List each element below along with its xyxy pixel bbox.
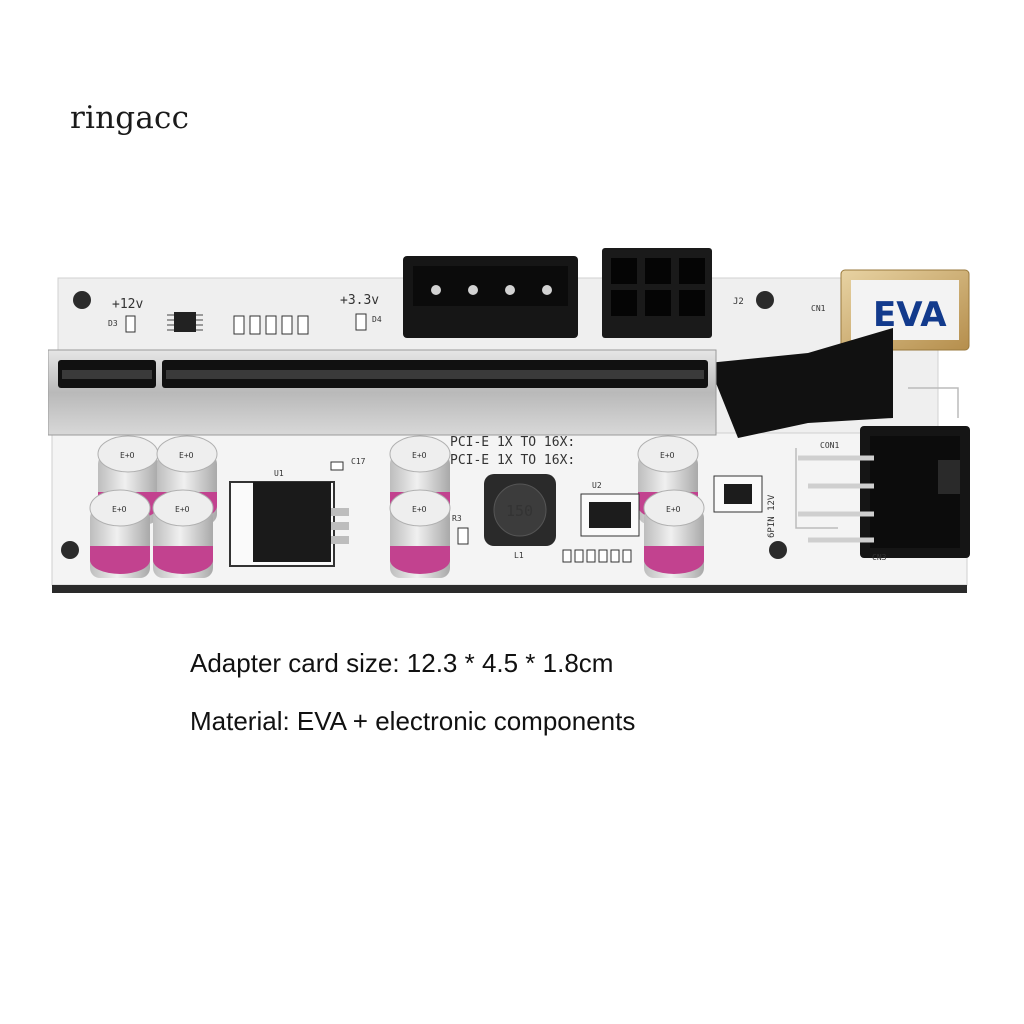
pcb-edge (52, 585, 967, 593)
connector-pins (798, 455, 874, 543)
mounting-hole (769, 541, 787, 559)
capacitor (643, 489, 705, 579)
label-cn1: CN1 (811, 304, 826, 313)
capacitor (389, 489, 451, 579)
label-j2: J2 (733, 297, 744, 307)
led-row (233, 315, 309, 335)
label-r3: R3 (452, 514, 462, 523)
voltage-regulator-u1 (253, 482, 331, 562)
label-u2: U2 (592, 481, 602, 490)
mounting-hole (73, 291, 91, 309)
capacitor (89, 489, 151, 579)
label-33v: +3.3v (340, 293, 379, 308)
spec-size: Adapter card size: 12.3 * 4.5 * 1.8cm (190, 648, 614, 678)
pcb-trace-lines (795, 387, 959, 529)
brand-watermark: ringacc (70, 100, 190, 136)
riser-card-illustration: E+O +12v D3 +3.3v D4 (48, 248, 970, 593)
label-c17: C17 (351, 457, 366, 466)
spec-material: Material: EVA + electronic components (190, 706, 636, 736)
mounting-hole (61, 541, 79, 559)
molex-pins (431, 285, 552, 295)
usb-cable (708, 328, 893, 438)
product-image-riser-card: E+O +12v D3 +3.3v D4 (48, 238, 978, 606)
inductor-value: 150 (506, 502, 533, 520)
slot-contacts (62, 370, 152, 379)
label-l1: L1 (514, 551, 524, 560)
label-u1: U1 (274, 469, 284, 478)
slot-legend: PCI-E 1X TO 16X: (450, 453, 575, 468)
label-d4: D4 (372, 315, 382, 324)
label-d3: D3 (108, 319, 118, 328)
led-d4 (355, 313, 367, 331)
label-12v: +12v (112, 297, 143, 312)
eeprom-chip (174, 312, 196, 332)
label-6pin: 6PIN 12V (767, 494, 777, 538)
label-cn3: CN3 (872, 553, 887, 562)
label-con1: CON1 (820, 441, 839, 450)
mounting-hole (756, 291, 774, 309)
slot-legend-top: PCI-E 1X TO 16X: (450, 435, 575, 450)
led-d3 (125, 315, 136, 333)
capacitor (152, 489, 214, 579)
label-eva: EVA (873, 295, 947, 335)
resistor-row (562, 549, 632, 563)
